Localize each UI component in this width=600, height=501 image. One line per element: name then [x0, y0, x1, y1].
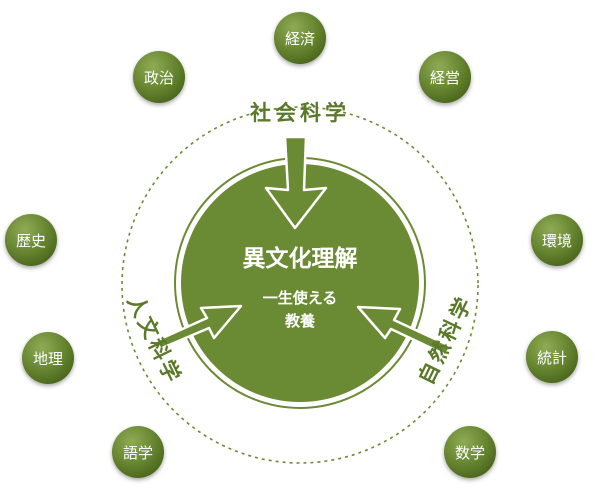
arrow-from-natural — [356, 305, 452, 357]
dashed-orbit — [121, 106, 479, 464]
svg-text:統計: 統計 — [537, 349, 567, 367]
center-disc — [181, 164, 419, 402]
center-subtitle-line2: 教養 — [284, 312, 316, 330]
node-gogaku: 語学 — [112, 426, 164, 478]
category-social-science: 社会科学 — [249, 101, 350, 125]
center-title: 異文化理解 — [243, 245, 358, 272]
svg-text:語学: 語学 — [123, 444, 153, 462]
node-seiji: 政治 — [133, 51, 185, 103]
svg-text:地理: 地理 — [33, 350, 63, 368]
arrow-from-social — [264, 135, 328, 230]
node-keizai: 経済 — [274, 12, 326, 64]
node-sugaku: 数学 — [444, 426, 496, 478]
svg-text:経営: 経営 — [430, 69, 460, 87]
node-chiri: 地理 — [22, 332, 74, 384]
svg-text:歴史: 歴史 — [16, 232, 46, 250]
node-rekishi: 歴史 — [5, 214, 57, 266]
svg-text:政治: 政治 — [144, 69, 174, 87]
node-tokei: 統計 — [526, 331, 578, 383]
svg-text:経済: 経済 — [285, 30, 315, 48]
arrow-from-humanities — [156, 304, 243, 350]
node-keiei: 経営 — [419, 51, 471, 103]
node-kankyo: 環境 — [531, 214, 583, 266]
svg-text:環境: 環境 — [542, 232, 572, 250]
center-subtitle-line1: 一生使える — [263, 289, 338, 307]
svg-text:数学: 数学 — [455, 444, 485, 462]
